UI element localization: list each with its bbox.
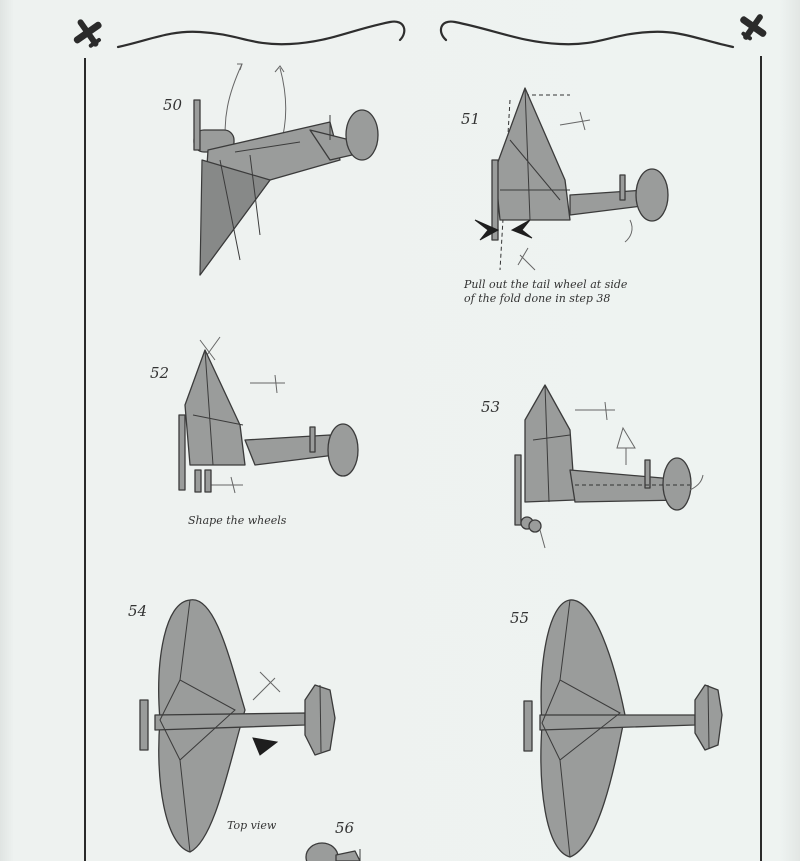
page-frame-left (84, 58, 86, 861)
step-number-53: 53 (481, 398, 501, 416)
step-number-50: 50 (163, 96, 183, 114)
step54-diagram (139, 599, 336, 853)
step-number-54: 54 (128, 602, 148, 620)
step53-diagram (514, 384, 704, 549)
step52-diagram (178, 336, 359, 494)
step-number-55: 55 (510, 609, 530, 627)
step-number-52: 52 (150, 364, 170, 382)
step52-caption: Shape the wheels (188, 514, 287, 527)
step54-caption: Top view (227, 819, 277, 832)
step51-diagram (474, 87, 669, 271)
step55-diagram (523, 599, 723, 858)
step51-caption-line2: of the fold done in step 38 (464, 292, 611, 305)
airplane-icon-left (73, 19, 102, 48)
step-number-56: 56 (335, 819, 355, 837)
step50-diagram (193, 63, 379, 276)
step51-caption: Pull out the tail wheel at side of the f… (464, 278, 627, 306)
page-frame-right (760, 56, 762, 861)
header-ornament (73, 14, 767, 49)
step51-caption-line1: Pull out the tail wheel at side (464, 278, 628, 291)
airplane-icon-right (740, 14, 767, 41)
step-number-51: 51 (461, 110, 481, 128)
step56-diagram (305, 842, 361, 861)
